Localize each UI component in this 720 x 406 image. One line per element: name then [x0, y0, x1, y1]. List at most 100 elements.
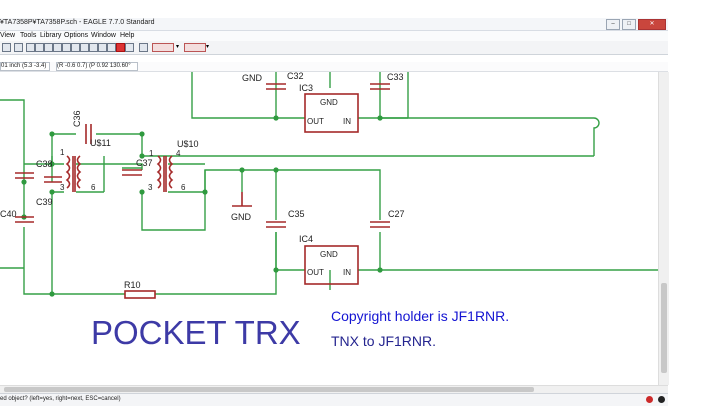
- close-button[interactable]: ✕: [638, 19, 666, 30]
- resistor-r10-body: [124, 290, 156, 299]
- status-bar: ed object? (left=yes, right=next, ESC=ca…: [0, 393, 668, 406]
- grid-readout-box: [0, 62, 50, 71]
- label-c27: C27: [388, 209, 405, 219]
- label-r10: R10: [124, 280, 141, 290]
- component-symbols: [15, 83, 390, 299]
- status-prompt: ed object? (left=yes, right=next, ESC=ca…: [0, 396, 121, 402]
- junction-dot: [273, 267, 279, 273]
- zoom-out-icon[interactable]: [44, 43, 53, 52]
- undo-icon[interactable]: [98, 43, 107, 52]
- coordinate-readout: (R -0.6 0.7) (P 0.92 130.60°: [57, 63, 131, 69]
- maximize-button[interactable]: □: [622, 19, 636, 30]
- capacitor-c36-symbol: [85, 124, 92, 144]
- capacitor-c37-symbol: [122, 169, 142, 176]
- junction-dot: [377, 115, 383, 121]
- label-ic3: IC3: [299, 83, 313, 93]
- label-c38: C38: [36, 159, 53, 169]
- dropdown-arrow-icon[interactable]: ▾: [176, 44, 180, 50]
- label-c39: C39: [36, 197, 53, 207]
- pin-number-3: 3: [60, 183, 65, 192]
- window-title: ¥TA7358P¥TA7358P.sch - EAGLE 7.7.0 Stand…: [0, 19, 155, 26]
- vertical-scrollbar[interactable]: [658, 72, 669, 385]
- vertical-scroll-thumb[interactable]: [661, 283, 667, 373]
- coordinate-readout-box: [56, 62, 138, 71]
- horizontal-scrollbar[interactable]: [0, 385, 668, 393]
- ic3-body: [304, 93, 359, 133]
- transformer-u10-coils: [156, 155, 174, 192]
- junction-dot: [273, 115, 279, 121]
- minimize-button[interactable]: –: [606, 19, 620, 30]
- ic3-in-pin: IN: [343, 117, 351, 126]
- junction-dot: [139, 189, 145, 195]
- capacitor-c27-symbol: [370, 221, 390, 228]
- go-icon[interactable]: [125, 43, 134, 52]
- stop-icon[interactable]: [116, 43, 125, 52]
- junction-dot: [49, 131, 55, 137]
- redo-icon[interactable]: [107, 43, 116, 52]
- menu-bar: View Tools Library Options Window Help: [0, 31, 668, 41]
- layer-select-icon[interactable]: [2, 43, 11, 52]
- capacitor-c33-symbol: [370, 83, 390, 90]
- junction-dot: [139, 153, 145, 159]
- grid-icon[interactable]: [14, 43, 23, 52]
- forward-icon[interactable]: [89, 43, 98, 52]
- menu-options[interactable]: Options: [64, 32, 89, 39]
- junction-dot: [49, 161, 55, 167]
- pin-numbers: 1 3 6 1 4 3 6: [60, 148, 186, 192]
- zoom-in-icon[interactable]: [35, 43, 44, 52]
- dropdown-arrow-icon[interactable]: ▾: [206, 44, 210, 50]
- grid-readout: 01 inch (5.3 -3.4): [1, 63, 47, 69]
- help-icon[interactable]: [139, 43, 148, 52]
- ic4-gnd-pin: GND: [320, 250, 338, 259]
- schematic-title: POCKET TRX: [91, 314, 301, 351]
- toolbar: ▾ ▾: [0, 41, 668, 55]
- ic4-in-pin: IN: [343, 268, 351, 277]
- label-c35: C35: [288, 209, 305, 219]
- label-c37: C37: [136, 158, 153, 168]
- pin-number-4: 4: [176, 149, 181, 158]
- junction-dot: [139, 131, 145, 137]
- ic3-out-pin: OUT: [307, 117, 324, 126]
- pin-number-1: 1: [60, 148, 65, 157]
- ic4-out-pin: OUT: [307, 268, 324, 277]
- pin-number-1: 1: [149, 149, 154, 158]
- capacitor-c39-symbol: [44, 176, 62, 183]
- zoom-select-icon[interactable]: [53, 43, 62, 52]
- capacitor-c40-symbol: [15, 216, 34, 223]
- horizontal-scroll-thumb[interactable]: [4, 387, 534, 392]
- label-gnd: GND: [231, 212, 252, 222]
- pin-number-6: 6: [91, 183, 96, 192]
- junction-dot: [239, 167, 245, 173]
- menu-window[interactable]: Window: [91, 32, 116, 39]
- capacitor-c35-symbol: [266, 221, 286, 228]
- junction-dot: [49, 291, 55, 297]
- redraw-icon[interactable]: [62, 43, 71, 52]
- zoom-area-icon[interactable]: [71, 43, 80, 52]
- menu-help[interactable]: Help: [120, 32, 135, 39]
- junctions: [21, 115, 383, 297]
- schematic-canvas[interactable]: C32 C33 IC3 GND GND OUT IN C36 U$11 U$10…: [0, 72, 658, 385]
- pin-number-3: 3: [148, 183, 153, 192]
- label-u11: U$11: [90, 138, 111, 148]
- stop-status-icon[interactable]: [646, 396, 653, 403]
- thanks-note: TNX to JF1RNR.: [331, 333, 436, 349]
- capacitor-c32-symbol: [266, 83, 286, 90]
- design-link-icon[interactable]: [184, 43, 206, 52]
- junction-dot: [377, 267, 383, 273]
- label-c40: C40: [0, 209, 17, 219]
- part-labels: C32 C33 IC3 GND GND OUT IN C36 U$11 U$10…: [0, 72, 405, 290]
- menu-library[interactable]: Library: [40, 32, 62, 39]
- coordinate-bar: 01 inch (5.3 -3.4) (R -0.6 0.7) (P 0.92 …: [0, 62, 668, 72]
- layer-display-icon[interactable]: [152, 43, 174, 52]
- fit-icon[interactable]: [26, 43, 35, 52]
- label-c33: C33: [387, 72, 404, 82]
- transformer-u11-coils: [65, 155, 82, 192]
- ic3-gnd-pin: GND: [320, 98, 338, 107]
- info-status-icon[interactable]: [658, 396, 665, 403]
- label-gnd-top: GND: [242, 73, 263, 83]
- label-ic4: IC4: [299, 234, 313, 244]
- menu-tools[interactable]: Tools: [20, 32, 37, 39]
- junction-dot: [49, 189, 55, 195]
- menu-view[interactable]: View: [0, 32, 16, 39]
- back-icon[interactable]: [80, 43, 89, 52]
